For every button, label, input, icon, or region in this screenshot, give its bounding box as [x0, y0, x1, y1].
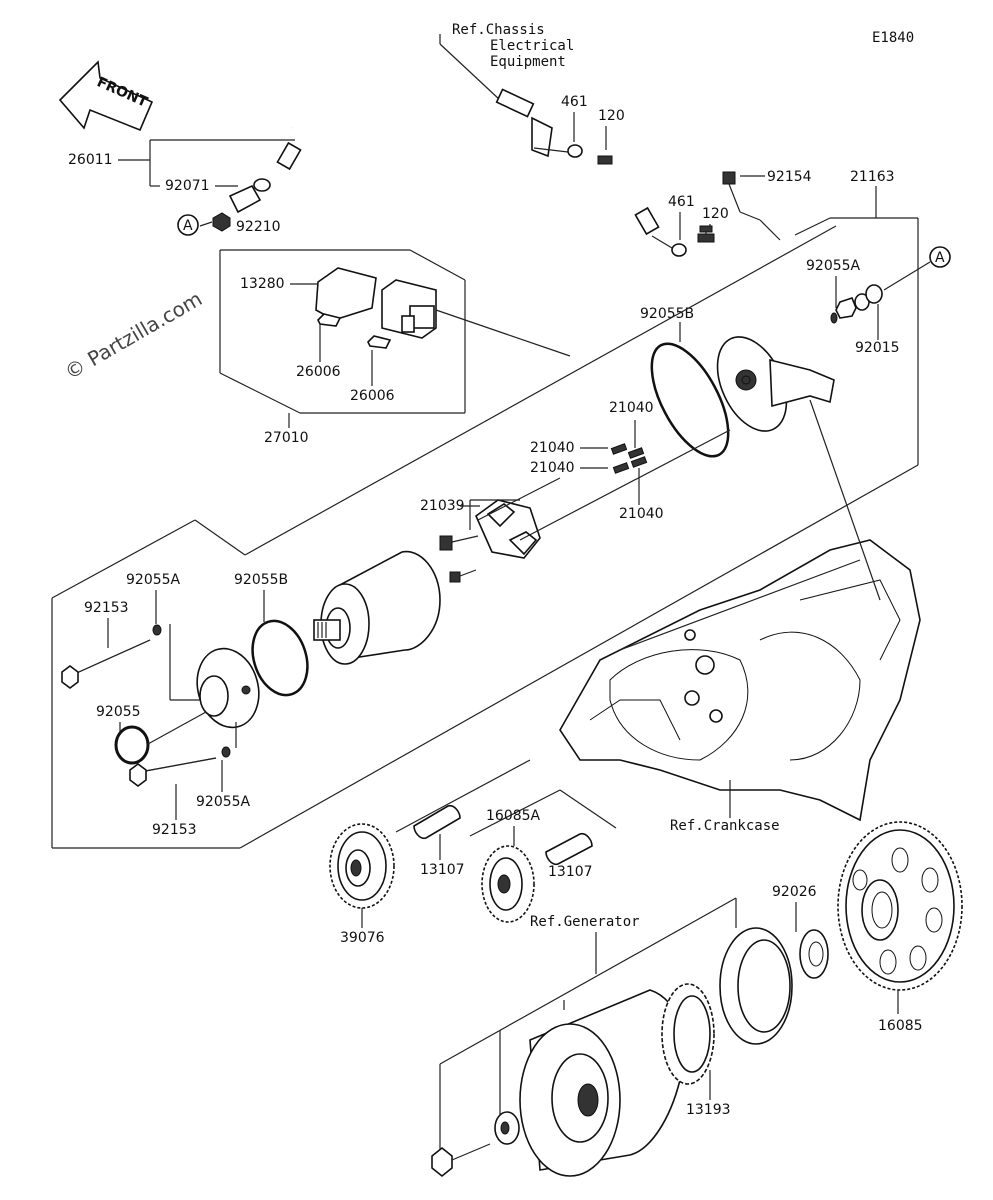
part-92055A-left-label: 92055A [126, 572, 181, 588]
part-21040-d-label: 21040 [619, 506, 664, 522]
part-21039-label: 21039 [420, 498, 465, 514]
crankcase [559, 539, 921, 822]
part-13107-a-label: 13107 [420, 862, 465, 878]
part-26011-label: 26011 [68, 152, 113, 168]
part-92210-label: 92210 [236, 219, 281, 235]
ref-generator: Ref.Generator [530, 914, 640, 930]
part-16085-label: 16085 [878, 1018, 923, 1034]
part-92154-label: 92154 [767, 169, 812, 185]
part-92015-label: 92015 [855, 340, 900, 356]
part-21040-a-label: 21040 [609, 400, 654, 416]
watermark: © Partzilla.com [61, 286, 207, 384]
part-120-mid-label: 120 [702, 206, 729, 222]
brush-holder [469, 499, 541, 559]
ref-chassis-line3: Equipment [490, 54, 566, 70]
ref-chassis-line1: Ref.Chassis [452, 22, 545, 38]
clutch-housing [719, 927, 793, 1045]
starter-motor [313, 550, 441, 665]
part-21163-label: 21163 [850, 169, 895, 185]
part-21040-c-label: 21040 [530, 460, 575, 476]
part-13280-label: 13280 [240, 276, 285, 292]
part-13107-b-label: 13107 [548, 864, 593, 880]
part-92055A-right-label: 92055A [806, 258, 861, 274]
starter-front-cover [196, 647, 260, 729]
starter-gear-16085 [837, 821, 963, 991]
part-92071-label: 92071 [165, 178, 210, 194]
ref-chassis-line2: Electrical [490, 38, 574, 54]
part-461-mid-label: 461 [668, 194, 695, 210]
part-92153-b-label: 92153 [152, 822, 197, 838]
part-120-top-label: 120 [598, 108, 625, 124]
front-arrow-icon: FRONT [58, 60, 154, 132]
starter-relay [381, 279, 571, 357]
part-13193-label: 13193 [686, 1102, 731, 1118]
part-92153-a-label: 92153 [84, 600, 129, 616]
part-461-top-label: 461 [561, 94, 588, 110]
marker-a-left: A [183, 218, 193, 234]
part-92055A-bottom-label: 92055A [196, 794, 251, 810]
part-39076-label: 39076 [340, 930, 385, 946]
part-92026-label: 92026 [772, 884, 817, 900]
part-26006-b-label: 26006 [350, 388, 395, 404]
diagram-code: E1840 [872, 30, 914, 46]
part-92055-label: 92055 [96, 704, 141, 720]
part-21040-b-label: 21040 [530, 440, 575, 456]
gear-39076 [329, 823, 395, 909]
part-16085A-label: 16085A [486, 808, 541, 824]
part-92055B-left-label: 92055B [234, 572, 288, 588]
one-way-clutch [661, 983, 715, 1085]
part-92055B-right-label: 92055B [640, 306, 694, 322]
marker-a-right: A [935, 250, 945, 266]
ref-crankcase: Ref.Crankcase [670, 818, 780, 834]
flywheel [519, 989, 685, 1177]
part-27010-label: 27010 [264, 430, 309, 446]
part-26006-a-label: 26006 [296, 364, 341, 380]
starter-cable [238, 127, 660, 254]
starter-end-cover [716, 336, 835, 432]
gear-16085A [481, 845, 535, 923]
